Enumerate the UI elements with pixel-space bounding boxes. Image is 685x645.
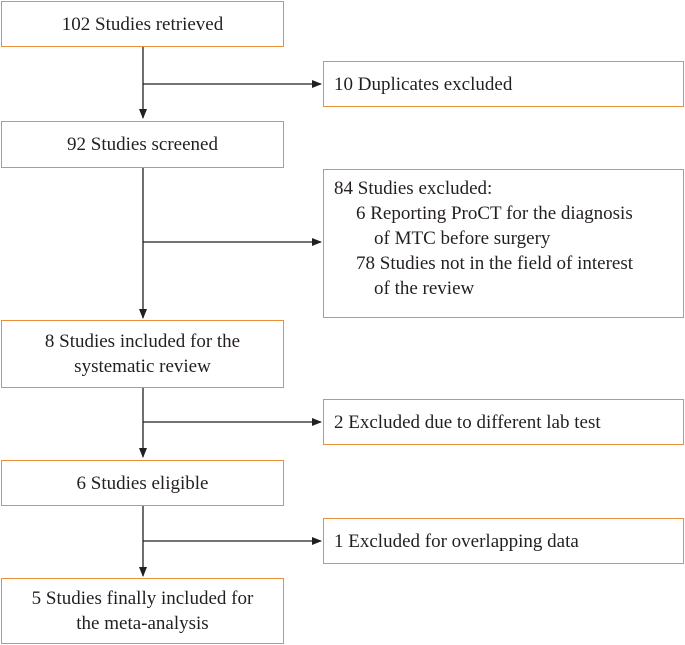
included-label-l2: systematic review	[74, 356, 211, 377]
eligible-label: 6 Studies eligible	[76, 472, 209, 494]
overlap-excluded-label: 1 Excluded for overlapping data	[334, 530, 579, 552]
final-label-l1: 5 Studies finally included for	[31, 588, 254, 609]
final-label-l2: the meta-analysis	[76, 613, 209, 634]
screened-label: 92 Studies screened	[67, 134, 218, 155]
retrieved-box: 102 Studies retrieved	[1, 1, 284, 47]
excluded-reason-field-l2: of the review	[374, 278, 475, 299]
excluded-reason-proct-l2: of MTC before surgery	[374, 228, 551, 249]
overlap-excluded-box: 1 Excluded for overlapping data	[323, 518, 684, 564]
final-box: 5 Studies finally included for the meta-…	[1, 578, 284, 644]
excluded-reason-field-l1: 78 Studies not in the field of interest	[356, 253, 634, 274]
duplicates-box: 10 Duplicates excluded	[323, 61, 684, 107]
lab-excluded-box: 2 Excluded due to different lab test	[323, 399, 684, 445]
excluded-box: 84 Studies excluded: 6 Reporting ProCT f…	[323, 169, 684, 318]
duplicates-label: 10 Duplicates excluded	[334, 73, 513, 95]
retrieved-label: 102 Studies retrieved	[61, 13, 224, 35]
eligible-box: 6 Studies eligible	[1, 460, 284, 506]
included-box: 8 Studies included for the systematic re…	[1, 320, 284, 388]
screened-box: 92 Studies screened	[1, 121, 284, 168]
excluded-reason-proct-l1: 6 Reporting ProCT for the diagnosis	[356, 203, 633, 224]
excluded-title: 84 Studies excluded:	[334, 178, 493, 199]
included-label-l1: 8 Studies included for the	[44, 331, 241, 352]
lab-excluded-label: 2 Excluded due to different lab test	[334, 411, 601, 433]
